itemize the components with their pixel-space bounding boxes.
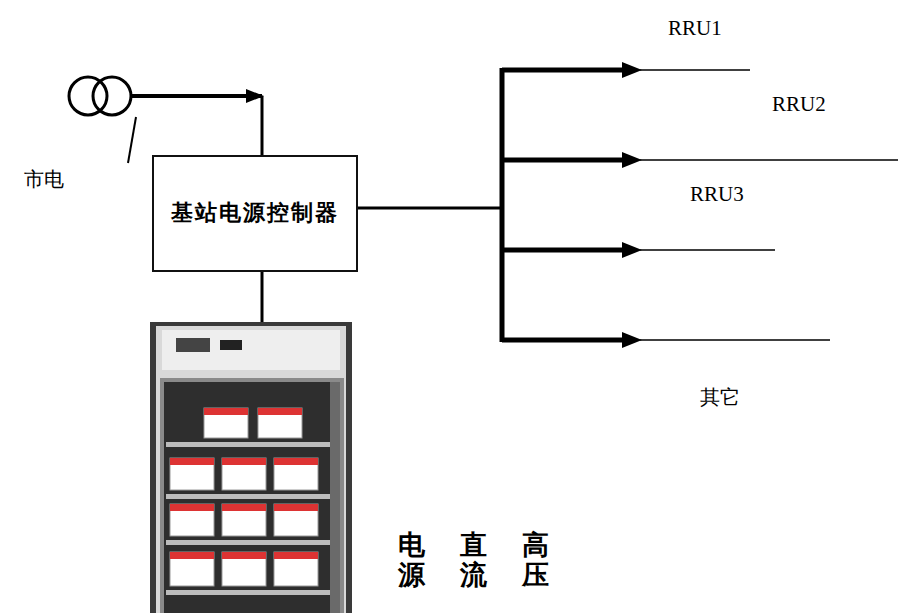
power-wire [357, 207, 502, 210]
part-label: RRU2 [772, 92, 826, 117]
part-label: RRU1 [668, 16, 722, 41]
power-wire [261, 96, 264, 156]
power-wire [261, 271, 264, 323]
vertical-caption: 直流 [460, 530, 487, 589]
power-wire [131, 94, 262, 98]
transformer-symbol [69, 77, 107, 115]
bus-wire [500, 68, 505, 342]
transformer-symbol [93, 77, 131, 115]
part-label: RRU3 [690, 182, 744, 207]
part-label: 市电 [24, 166, 64, 193]
vertical-caption: 高压 [522, 530, 549, 589]
leader-line [128, 117, 136, 163]
battery-cabinet-photo [150, 322, 352, 613]
box-label: 基站电源控制器 [171, 196, 339, 230]
vertical-caption: 电源 [398, 530, 425, 589]
controller-box: 基站电源控制器 [152, 155, 358, 272]
branch-wires [502, 62, 898, 348]
part-label: 其它 [700, 384, 740, 411]
